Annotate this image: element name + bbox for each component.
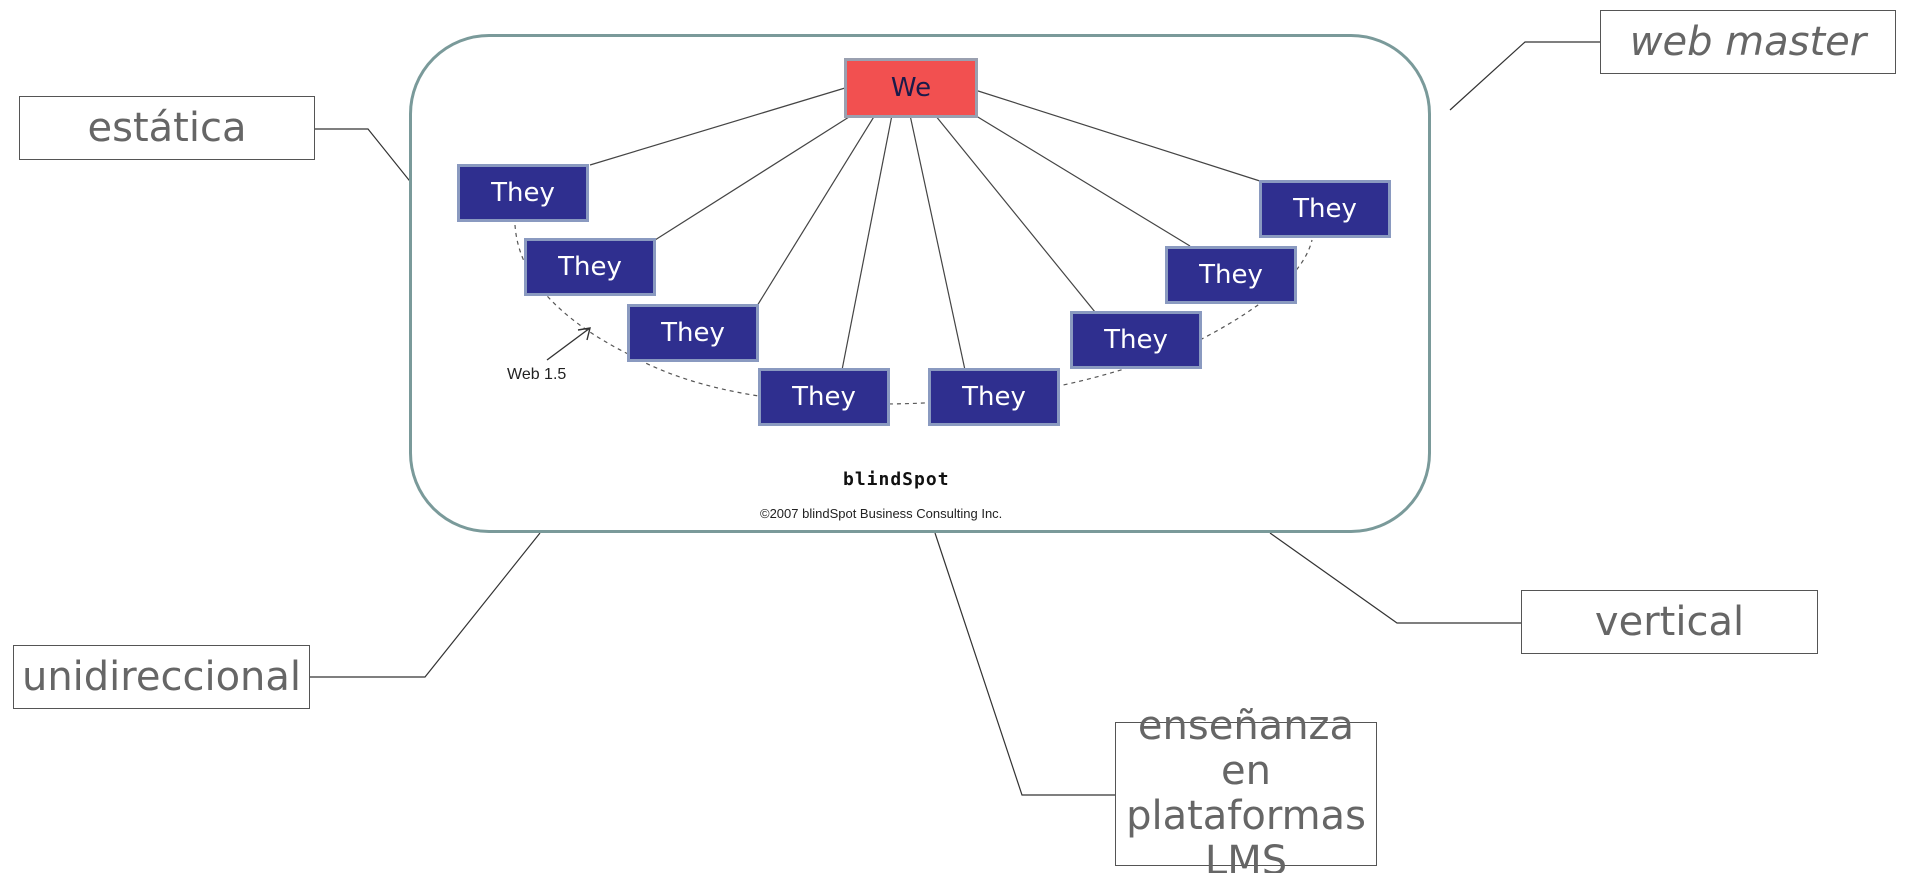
callout-ensenanza: enseñanza en plataformas LMS — [1115, 704, 1377, 873]
node-they-4: They — [758, 368, 890, 426]
connector-4 — [841, 114, 893, 371]
connector-5 — [909, 114, 966, 371]
node-they-3: They — [627, 304, 759, 362]
callout-unidireccional: unidireccional — [13, 645, 310, 709]
leader-unidireccional — [310, 532, 541, 678]
node-they-5: They — [928, 368, 1060, 426]
leader-estatica — [315, 128, 426, 201]
node-they-6: They — [1070, 311, 1202, 369]
leader-vertical — [1269, 532, 1521, 624]
node-they-7: They — [1165, 246, 1297, 304]
connector-7 — [962, 107, 1191, 247]
node-we: We — [844, 58, 978, 118]
copyright-text: ©2007 blindSpot Business Consulting Inc. — [760, 506, 1003, 521]
connector-3 — [756, 114, 876, 307]
callout-vertical: vertical — [1521, 590, 1818, 654]
callout-estatica: estática — [19, 96, 315, 160]
web-1-5-annotation: Web 1.5 — [507, 366, 567, 383]
web-1-5-arrow-head — [577, 327, 591, 341]
connector-8 — [974, 89, 1264, 183]
callout-web-master: web master — [1600, 10, 1896, 74]
node-they-8: They — [1259, 180, 1391, 238]
connector-2 — [654, 109, 861, 241]
connector-6 — [934, 114, 1096, 313]
leader-ensenanza — [934, 532, 1115, 796]
node-they-2: They — [524, 238, 656, 296]
leader-web-master — [1449, 41, 1600, 111]
connector-1 — [589, 87, 846, 166]
node-they-1: They — [457, 164, 589, 222]
blindspot-logo: blindSpot — [843, 469, 950, 490]
web-1-5-arrow-line — [546, 327, 591, 361]
